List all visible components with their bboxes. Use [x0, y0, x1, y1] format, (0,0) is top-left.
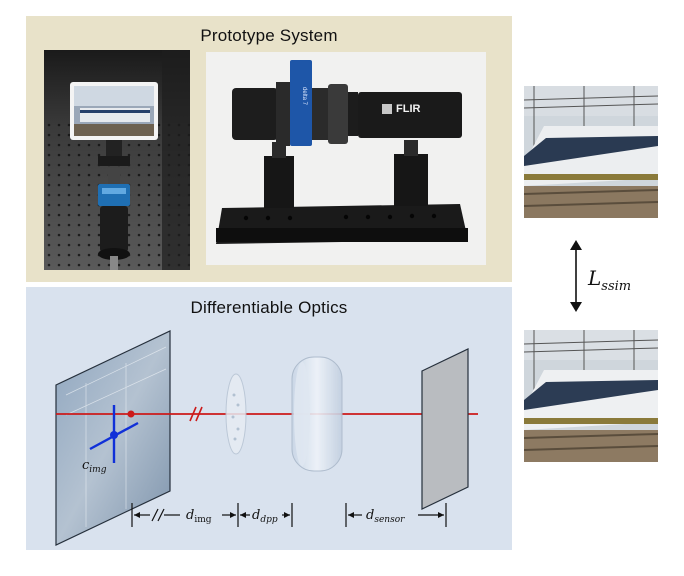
reconstructed-train-image [524, 330, 658, 462]
d-sensor-label: dsensor [366, 508, 405, 525]
ssim-loss-label: Lssim [588, 266, 632, 294]
double-arrow-icon [570, 240, 582, 312]
beam-break-mark [189, 406, 203, 422]
optical-bench-photo [44, 50, 190, 270]
module-label: delta 7 [301, 87, 307, 106]
reference-train-image [524, 86, 658, 218]
object-point [127, 410, 135, 418]
optics-title: Differentiable Optics [190, 298, 348, 317]
prototype-camera-photo: delta 7 FLIR [206, 52, 486, 265]
d-dpp-label: ddpp [252, 508, 278, 525]
prototype-title: Prototype System [200, 26, 338, 45]
optics-diagram: cimg dimg ddpp dsensor [55, 330, 478, 546]
camera-brand: FLIR [396, 103, 420, 115]
c-img-label: cimg [82, 458, 107, 475]
sensor-plane [421, 348, 469, 510]
d-img-label: dimg [186, 508, 212, 525]
dpp-element [225, 373, 247, 455]
